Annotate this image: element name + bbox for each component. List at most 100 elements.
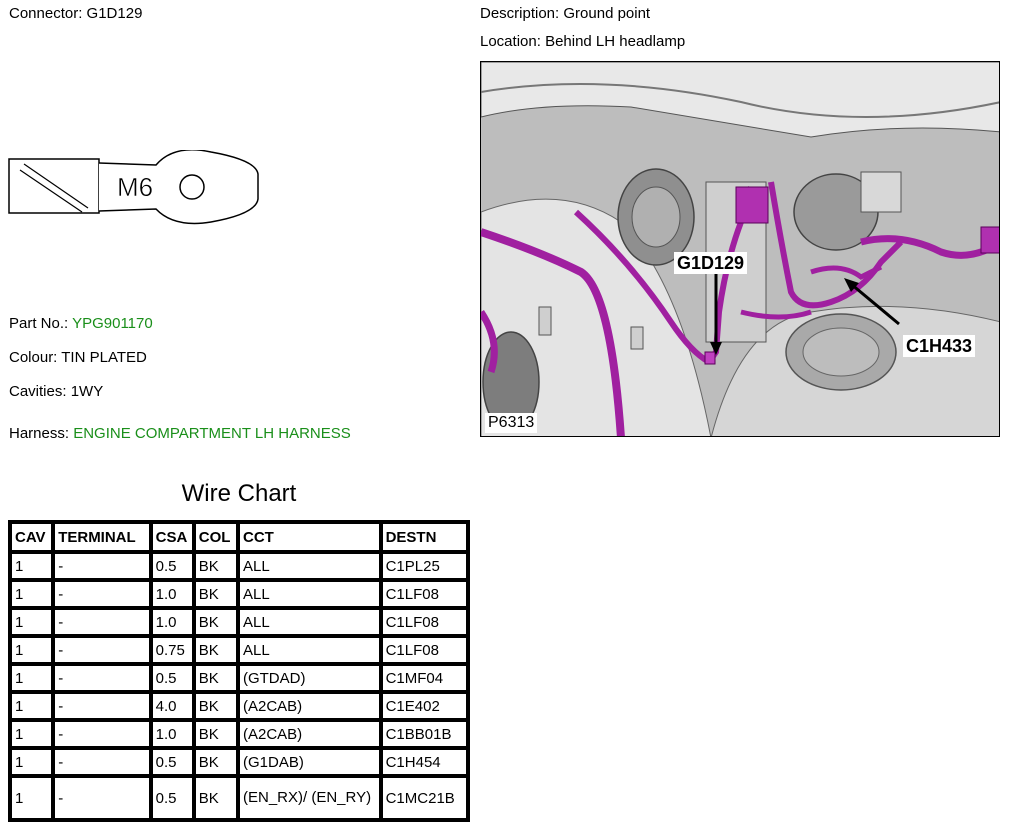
cell-csa: 4.0: [150, 692, 194, 720]
cell-terminal: -: [53, 720, 151, 748]
table-row: 1 - 0.75 BK ALL C1LF08: [10, 636, 468, 664]
cell-terminal: -: [53, 776, 151, 820]
cell-cav: 1: [10, 636, 54, 664]
location-line: Location: Behind LH headlamp: [480, 33, 685, 50]
cell-destn: C1LF08: [380, 608, 468, 636]
cell-destn: C1E402: [380, 692, 468, 720]
cavities-line: Cavities: 1WY: [9, 383, 103, 400]
cell-destn: C1PL25: [380, 552, 468, 580]
cell-csa: 0.5: [150, 552, 194, 580]
cell-csa: 1.0: [150, 608, 194, 636]
cell-col: BK: [193, 552, 238, 580]
photo-id-label: P6313: [485, 413, 538, 433]
part-no-label: Part No.:: [9, 315, 69, 332]
cell-csa: 0.5: [150, 664, 194, 692]
cell-destn: C1BB01B: [380, 720, 468, 748]
terminal-size-text: M6: [117, 172, 153, 202]
cell-terminal: -: [53, 692, 151, 720]
column-header-cav: CAV: [10, 522, 54, 552]
connector-value: G1D129: [86, 5, 143, 22]
column-header-csa: CSA: [150, 522, 194, 552]
cell-cav: 1: [10, 552, 54, 580]
cell-cav: 1: [10, 692, 54, 720]
harness-line: Harness: ENGINE COMPARTMENT LH HARNESS: [9, 425, 351, 442]
column-header-col: COL: [193, 522, 238, 552]
location-photo: G1D129 C1H433 P6313: [480, 61, 1000, 437]
cavities-label: Cavities:: [9, 383, 67, 400]
colour-line: Colour: TIN PLATED: [9, 349, 147, 366]
wire-chart-header-row: CAV TERMINAL CSA COL CCT DESTN: [10, 522, 468, 552]
cell-terminal: -: [53, 580, 151, 608]
cell-csa: 1.0: [150, 720, 194, 748]
cell-col: BK: [193, 692, 238, 720]
table-row: 1 - 1.0 BK ALL C1LF08: [10, 580, 468, 608]
part-no-line: Part No.: YPG901170: [9, 315, 153, 332]
cell-cct: ALL: [237, 636, 381, 664]
description-label: Description:: [480, 5, 560, 22]
column-header-terminal: TERMINAL: [53, 522, 151, 552]
cell-cav: 1: [10, 608, 54, 636]
cell-terminal: -: [53, 636, 151, 664]
cell-cct: ALL: [237, 552, 381, 580]
colour-label: Colour:: [9, 349, 58, 366]
wire-chart-table: CAV TERMINAL CSA COL CCT DESTN 1 - 0.5 B…: [8, 520, 470, 822]
cell-destn: C1LF08: [380, 580, 468, 608]
description-value: Ground point: [563, 5, 651, 22]
harness-label: Harness:: [9, 425, 70, 442]
cell-terminal: -: [53, 552, 151, 580]
cell-col: BK: [193, 608, 238, 636]
cell-destn: C1MF04: [380, 664, 468, 692]
cell-cct: (GTDAD): [237, 664, 381, 692]
harness-value[interactable]: ENGINE COMPARTMENT LH HARNESS: [73, 425, 351, 442]
cell-col: BK: [193, 580, 238, 608]
table-row: 1 - 0.5 BK (G1DAB) C1H454: [10, 748, 468, 776]
cell-csa: 1.0: [150, 580, 194, 608]
cell-col: BK: [193, 748, 238, 776]
location-value: Behind LH headlamp: [545, 33, 686, 50]
part-no-value[interactable]: YPG901170: [72, 315, 153, 332]
cell-cct: (G1DAB): [237, 748, 381, 776]
cell-cct: ALL: [237, 608, 381, 636]
cell-cct: ALL: [237, 580, 381, 608]
table-row: 1 - 0.5 BK (EN_RX)/ (EN_RY) C1MC21B: [10, 776, 468, 820]
table-row: 1 - 0.5 BK (GTDAD) C1MF04: [10, 664, 468, 692]
cell-cav: 1: [10, 664, 54, 692]
cavities-value: 1WY: [70, 383, 104, 400]
table-row: 1 - 1.0 BK (A2CAB) C1BB01B: [10, 720, 468, 748]
column-header-cct: CCT: [237, 522, 381, 552]
location-label: Location:: [480, 33, 541, 50]
cell-terminal: -: [53, 608, 151, 636]
table-row: 1 - 0.5 BK ALL C1PL25: [10, 552, 468, 580]
cell-cav: 1: [10, 748, 54, 776]
cell-cav: 1: [10, 580, 54, 608]
table-row: 1 - 4.0 BK (A2CAB) C1E402: [10, 692, 468, 720]
cell-col: BK: [193, 664, 238, 692]
cell-col: BK: [193, 636, 238, 664]
cell-cct: (A2CAB): [237, 720, 381, 748]
cell-cav: 1: [10, 776, 54, 820]
table-row: 1 - 1.0 BK ALL C1LF08: [10, 608, 468, 636]
cell-destn: C1MC21B: [380, 776, 468, 820]
ring-terminal-drawing: M6: [8, 150, 259, 225]
cell-csa: 0.5: [150, 776, 194, 820]
colour-value: TIN PLATED: [61, 349, 147, 366]
cell-destn: C1H454: [380, 748, 468, 776]
engine-bay-illustration: [481, 62, 999, 436]
cell-terminal: -: [53, 748, 151, 776]
cell-csa: 0.5: [150, 748, 194, 776]
connector-label: Connector:: [9, 5, 83, 22]
cell-cct: (A2CAB): [237, 692, 381, 720]
column-header-destn: DESTN: [380, 522, 468, 552]
cell-col: BK: [193, 720, 238, 748]
cell-terminal: -: [53, 664, 151, 692]
ground-point-callout: G1D129: [674, 252, 748, 274]
cell-csa: 0.75: [150, 636, 194, 664]
description-line: Description: Ground point: [480, 5, 650, 22]
cell-col: BK: [193, 776, 238, 820]
cell-cct: (EN_RX)/ (EN_RY): [237, 776, 381, 820]
connector-callout: C1H433: [903, 335, 976, 357]
wire-chart-title: Wire Chart: [181, 480, 297, 507]
cell-cav: 1: [10, 720, 54, 748]
connector-line: Connector: G1D129: [9, 5, 142, 22]
cell-destn: C1LF08: [380, 636, 468, 664]
